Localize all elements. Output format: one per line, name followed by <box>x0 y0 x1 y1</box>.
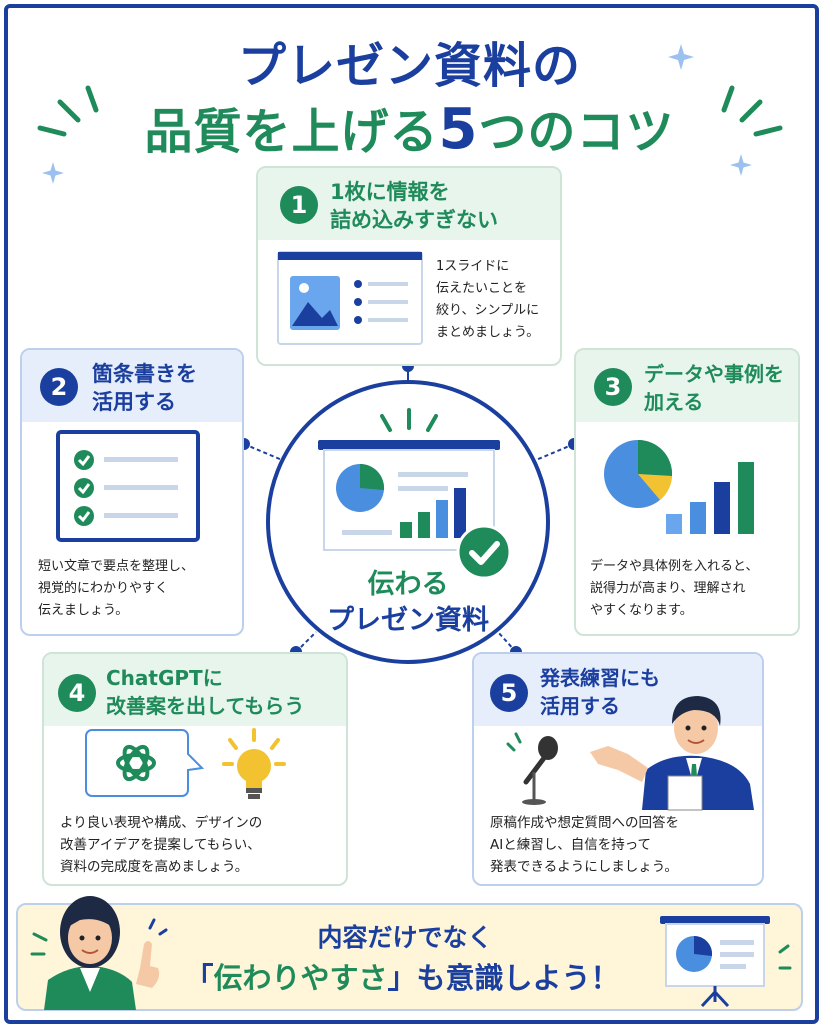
sparkle-lines-icon <box>380 408 438 432</box>
title-number: 5 <box>438 97 479 162</box>
tip-description: 原稿作成や想定質問への回答を AIと練習し、自信を持って 発表できるようにしまし… <box>490 815 679 875</box>
bracket-close-text: 」も意識しよう！ <box>387 961 620 995</box>
tip-description: より良い表現や構成、デザインの 改善アイデアを提案してもらい、 資料の完成度を高… <box>60 815 263 875</box>
checklist-icon <box>56 430 200 542</box>
tip-number-badge: 5 <box>490 674 528 712</box>
presentation-stand-icon <box>660 916 792 1008</box>
tip-number-badge: 3 <box>594 368 632 406</box>
lightbulb-icon <box>222 728 286 799</box>
tip-description: 1スライドに 伝えたいことを 絞り、シンプルに まとめましょう。 <box>436 259 540 340</box>
sparkle-lines-right-icon <box>721 85 783 137</box>
page-title-line1: プレゼン資料の <box>237 38 581 94</box>
presentation-board-icon <box>318 440 500 551</box>
tip-title: 箇条書きを 活用する <box>92 362 197 414</box>
tip-description: 短い文章で要点を整理し、 視覚的にわかりやすく 伝えましょう。 <box>38 559 195 618</box>
chatgpt-logo-bubble-icon <box>85 729 205 797</box>
title-part-b: つのコツ <box>478 104 675 160</box>
tip-title: ChatGPTに 改善案を出してもらう <box>106 666 305 718</box>
center-label-line1: 伝わる <box>367 569 449 600</box>
bottom-message-line2: 「伝わりやすさ」も意識しよう！ <box>152 955 652 997</box>
star-icon <box>42 162 64 184</box>
tip-title: データや事例を 加える <box>644 362 784 414</box>
title-part-a: 品質を上げる <box>144 104 439 160</box>
bracket-open: 「 <box>184 961 214 995</box>
microphone-icon <box>506 732 558 805</box>
tip-title: 1枚に情報を 詰め込みすぎない <box>330 180 498 232</box>
tip-number-badge: 4 <box>58 674 96 712</box>
bottom-message-line1: 内容だけでなく <box>317 923 493 952</box>
page-title-line2: 品質を上げる5つのコツ <box>0 92 819 162</box>
star-icon <box>730 154 752 176</box>
sparkle-lines-left-icon <box>37 85 99 137</box>
tip-number-badge: 2 <box>40 368 78 406</box>
highlight-word: 伝わりやすさ <box>213 961 388 995</box>
presenter-man-icon <box>590 696 754 811</box>
tip-number-badge: 1 <box>280 186 318 224</box>
tip-description: データや具体例を入れると、 説得力が高まり、理解され やすくなります。 <box>590 559 759 618</box>
center-label-line2: プレゼン資料 <box>327 605 489 636</box>
star-icon <box>668 44 694 70</box>
slide-image-list-icon <box>277 251 423 345</box>
tip-title: 発表練習にも 活用する <box>540 666 660 718</box>
check-badge-icon <box>456 524 512 580</box>
pie-and-bar-chart-icon <box>604 439 754 534</box>
woman-pointing-icon <box>30 896 168 1010</box>
